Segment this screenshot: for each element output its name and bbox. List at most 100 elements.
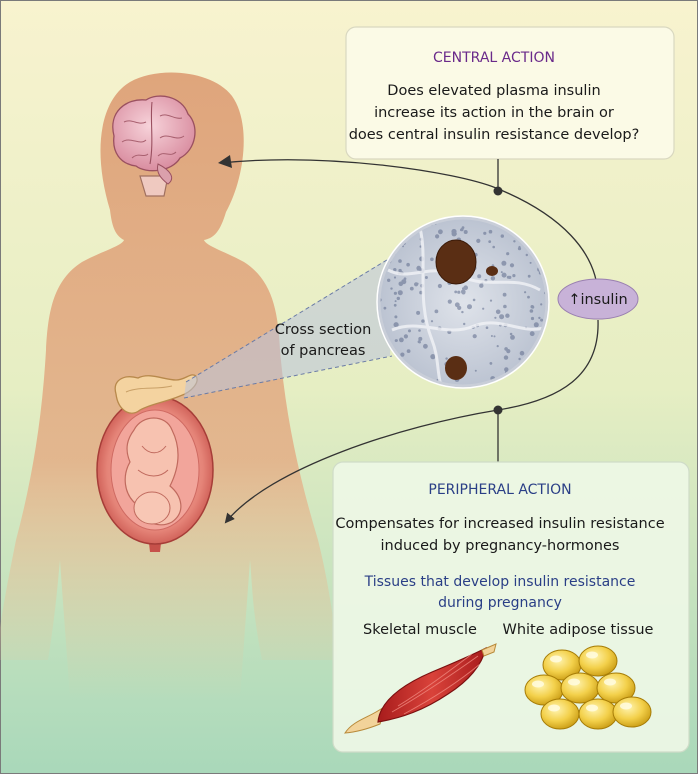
tissue-nucleus: [509, 263, 515, 268]
fat-cell-highlight: [604, 678, 616, 686]
tissue-nucleus: [400, 352, 405, 357]
central-text-line-2: increase its action in the brain or: [374, 105, 614, 121]
tissue-nucleus: [437, 283, 442, 289]
fat-cell-highlight: [568, 678, 580, 686]
tissue-nucleus: [423, 343, 428, 349]
tissue-nucleus: [488, 240, 492, 244]
tissue-nucleus: [416, 310, 421, 315]
tissue-nucleus: [501, 272, 507, 278]
tissue-nucleus: [533, 322, 539, 328]
tissue-nucleus: [387, 278, 391, 282]
fat-cell: [560, 672, 600, 704]
tissue-nucleus: [467, 304, 472, 310]
tissue-nucleus: [518, 357, 521, 361]
tissue-nucleus: [394, 315, 398, 319]
tissue-nucleus: [490, 335, 493, 337]
tissue-nucleus: [517, 247, 522, 251]
tissue-nucleus: [430, 257, 434, 262]
tissue-nucleus: [492, 245, 496, 249]
central-action-box: CENTRAL ACTION Does elevated plasma insu…: [345, 26, 675, 160]
tissue-nucleus: [408, 329, 411, 333]
tissue-nucleus: [538, 316, 541, 320]
tissue-nucleus: [494, 316, 497, 319]
tissue-nucleus: [406, 262, 410, 267]
tissue-nucleus: [499, 314, 505, 320]
tissue-nucleus: [479, 283, 484, 288]
tissue-nucleus: [506, 275, 510, 279]
tissue-nucleus: [540, 303, 543, 306]
tissue-nucleus: [495, 309, 501, 315]
fat-cell: [578, 698, 618, 730]
tissue-nucleus: [506, 252, 510, 256]
tissue-nucleus: [463, 322, 466, 326]
pancreas-label-line-2: of pancreas: [281, 343, 366, 359]
brain-icon: [112, 95, 196, 197]
peripheral-junction-dot: [493, 405, 503, 415]
fat-cell: [612, 696, 652, 728]
central-text-line-3: does central insulin resistance develop?: [349, 127, 640, 143]
adipose-tissue-icon: [524, 645, 652, 730]
tissue-nucleus: [527, 274, 531, 278]
tissue-nucleus: [418, 329, 421, 332]
tissue-nucleus: [477, 274, 482, 279]
tissue-nucleus: [457, 290, 461, 294]
tissue-nucleus: [490, 276, 496, 281]
fat-cell: [540, 698, 580, 730]
tissue-nucleus: [435, 234, 440, 239]
tissue-nucleus: [501, 260, 507, 266]
peripheral-action-title: PERIPHERAL ACTION: [428, 482, 571, 498]
tissue-nucleus: [430, 320, 434, 323]
tissue-nucleus: [476, 238, 481, 243]
tissue-nucleus: [398, 268, 402, 273]
tissue-nucleus: [519, 350, 525, 356]
tissue-nucleus: [394, 300, 397, 303]
central-junction-dot: [493, 186, 503, 196]
peripheral-text-line-1: Compensates for increased insulin resist…: [335, 516, 664, 532]
tissue-nucleus: [463, 230, 468, 234]
tissue-nucleus: [529, 331, 535, 337]
fat-cell-highlight: [620, 702, 632, 710]
tissue-nucleus: [438, 229, 443, 235]
peripheral-action-curve: [224, 319, 599, 524]
fat-cell-highlight: [586, 651, 598, 659]
tissue-nucleus: [474, 369, 477, 372]
pancreas-cross-section: [376, 215, 550, 389]
tissue-nucleus: [424, 276, 428, 279]
projection-line-bottom: [183, 355, 393, 399]
tissue-nucleus: [461, 290, 466, 295]
tissue-nucleus: [489, 299, 493, 302]
tissue-nucleus: [399, 337, 404, 343]
fat-cell-highlight: [532, 680, 544, 688]
insulin-badge: ↑insulin: [557, 278, 639, 320]
uterus-fetus-icon: [96, 395, 214, 552]
tissue-nucleus: [434, 309, 439, 314]
tissue-nucleus: [445, 357, 448, 360]
fat-cell-highlight: [586, 704, 598, 712]
tissue-nucleus: [451, 228, 457, 235]
pancreas-label-line-1: Cross section: [275, 322, 372, 338]
tissue-nucleus: [463, 285, 469, 291]
tissue-nucleus: [472, 298, 476, 302]
tissue-nucleus: [393, 276, 397, 279]
tissue-nucleus: [506, 349, 511, 354]
tissue-nucleus: [406, 349, 411, 353]
tissue-nucleus: [510, 335, 515, 340]
tissue-nucleus: [509, 332, 513, 336]
skeletal-muscle-icon: [344, 643, 497, 734]
central-text-line-1: Does elevated plasma insulin: [387, 83, 600, 99]
tissue-nucleus: [393, 322, 399, 328]
central-arrowhead: [218, 155, 232, 168]
tissue-nucleus: [401, 279, 407, 285]
tissue-nucleus: [488, 229, 493, 234]
tissue-nucleus: [531, 305, 535, 309]
tissue-nucleus: [457, 305, 462, 310]
tissue-nucleus: [500, 271, 503, 274]
tissue-nucleus: [489, 362, 493, 365]
fat-cell-highlight: [550, 655, 562, 663]
tissue-nucleus: [395, 339, 398, 342]
tissue-nucleus: [421, 319, 425, 323]
tissue-nucleus: [502, 292, 507, 297]
tissue-nucleus: [513, 240, 516, 243]
